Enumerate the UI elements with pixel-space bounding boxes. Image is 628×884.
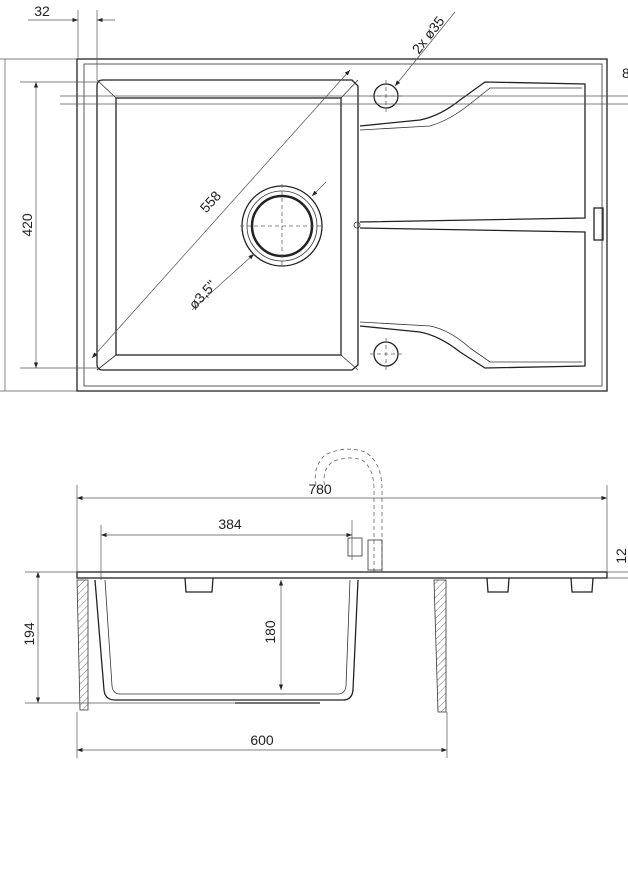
overflow-slot [593,207,604,241]
dim-total-width: 780 [308,481,332,497]
drainboard [353,81,604,369]
bowl-profile [94,579,359,701]
faucet-outline [314,448,383,575]
dim-total-depth: 194 [21,622,37,646]
dim-offset: 32 [34,3,50,19]
bowl-inner [115,97,342,356]
dim-bowl-depth: 180 [262,620,278,644]
dim-tap-holes: 2x ø35 [409,13,448,57]
dim-diagonal: 558 [197,187,225,215]
side-view: 780 384 180 194 600 12 [21,448,628,758]
bowl-outer [96,79,359,371]
dim-cut-right: 8 [622,65,628,81]
top-view: 420 32 558 ø3,5" 2x ø35 8 [0,3,628,392]
dim-height: 420 [19,213,35,237]
cabinet-wall-left [76,579,89,711]
dim-bowl-to-tap: 384 [218,516,242,532]
dim-drain: ø3,5" [185,277,219,312]
dim-deck: 12 [613,548,628,564]
cabinet-wall-right [433,579,447,713]
dim-cabinet: 600 [250,732,274,748]
